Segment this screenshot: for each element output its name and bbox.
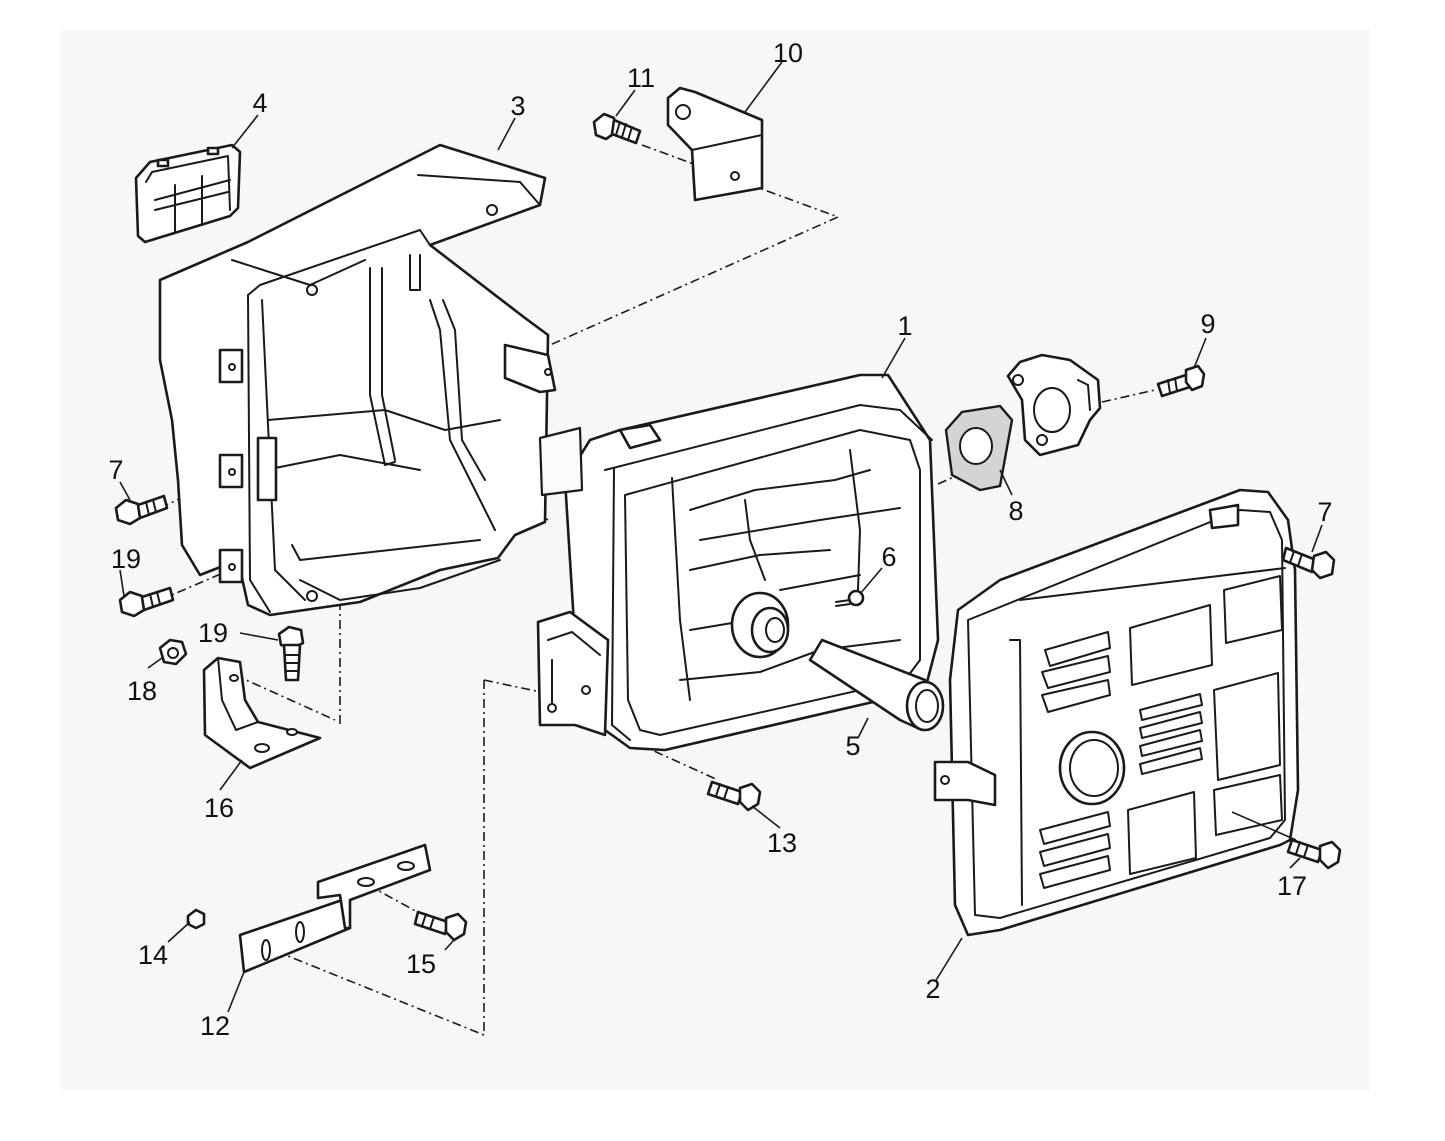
callout-part-4: 4 — [252, 88, 267, 118]
bolt-cover-lower — [118, 586, 175, 618]
bolt-muffler-bracket — [706, 780, 762, 812]
callout-part-5: 5 — [845, 731, 860, 761]
callout-part-14: 14 — [138, 940, 168, 970]
callout-part-10: 10 — [773, 38, 803, 68]
tail-pipe — [808, 638, 945, 732]
small-screw — [835, 589, 865, 607]
heat-shield — [933, 488, 1300, 937]
exhaust-gasket — [944, 404, 1014, 492]
bolt-cover-left — [114, 494, 169, 526]
callout-part-13: 13 — [767, 828, 797, 858]
callout-part-11: 11 — [627, 63, 655, 93]
callout-part-1: 1 — [897, 311, 912, 341]
callout-part-8: 8 — [1008, 496, 1023, 526]
muffler-lower-bracket — [536, 610, 610, 737]
callout-part-6: 6 — [881, 542, 896, 572]
callout-part-7-left: 7 — [108, 455, 123, 485]
callout-part-17: 17 — [1277, 871, 1307, 901]
callout-part-16: 16 — [204, 793, 234, 823]
exhaust-flange — [1006, 353, 1102, 457]
bolt-heat-shield-lower — [1286, 838, 1342, 870]
callout-part-15: 15 — [406, 949, 436, 979]
muffler-cover — [158, 143, 557, 617]
callout-part-18: 18 — [127, 676, 157, 706]
callout-part-2: 2 — [925, 974, 940, 1004]
bolt-heat-shield — [1281, 546, 1336, 580]
angle-bracket — [202, 656, 322, 770]
upper-bracket — [666, 86, 764, 202]
bolt-upper-bracket — [592, 112, 642, 145]
mounting-bracket — [238, 843, 432, 974]
callout-leaders — [119, 61, 1323, 1013]
bolt-vertical — [277, 625, 305, 682]
bolt-mounting-bracket — [413, 910, 468, 942]
callout-part-19-center: 19 — [198, 618, 228, 648]
callout-part-12: 12 — [200, 1011, 230, 1041]
bolt-flange — [1156, 364, 1206, 398]
part-callouts: 1 2 3 4 5 6 7 7 8 9 10 11 12 13 14 15 16… — [108, 38, 1332, 1041]
callout-part-3: 3 — [510, 91, 525, 121]
callout-part-19-left: 19 — [111, 544, 141, 574]
callout-part-7-right: 7 — [1317, 497, 1332, 527]
small-nut — [186, 908, 206, 930]
hex-nut — [158, 638, 188, 666]
callout-part-9: 9 — [1200, 309, 1215, 339]
cover-plate — [134, 143, 242, 244]
